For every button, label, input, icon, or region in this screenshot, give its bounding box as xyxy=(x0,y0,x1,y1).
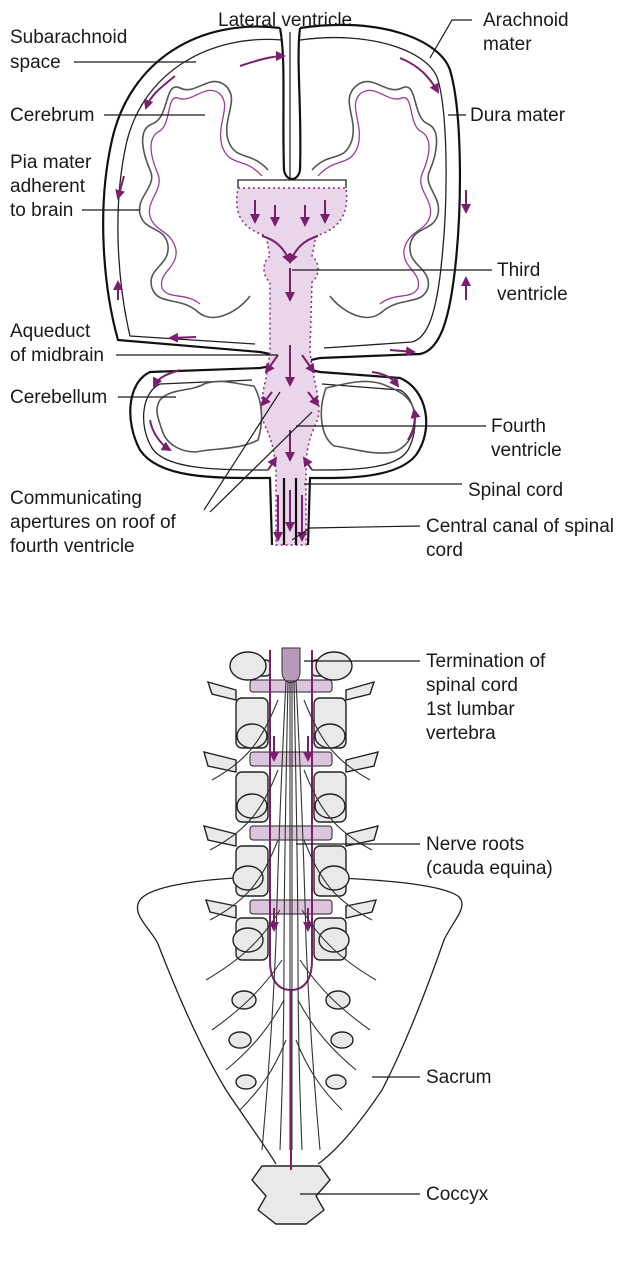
label-fourth-ventricle-2: ventricle xyxy=(491,440,562,461)
label-communicating-apertures-3: fourth ventricle xyxy=(10,536,135,557)
label-coccyx: Coccyx xyxy=(426,1184,489,1205)
lateral-ventricle-bracket xyxy=(238,180,346,188)
label-nerve-roots-2: (cauda equina) xyxy=(426,858,553,879)
label-pia-mater-3: to brain xyxy=(10,200,73,221)
pelvis-outline xyxy=(137,878,462,1164)
label-third-ventricle-2: ventricle xyxy=(497,284,568,305)
label-pia-mater-2: adherent xyxy=(10,176,86,197)
label-communicating-apertures: Communicating xyxy=(10,488,142,509)
label-subarachnoid-space-2: space xyxy=(10,52,61,73)
label-communicating-apertures-2: apertures on roof of xyxy=(10,512,177,533)
label-termination-2: spinal cord xyxy=(426,675,518,696)
label-lateral-ventricle: Lateral ventricle xyxy=(218,10,352,31)
lateral-and-third-ventricle xyxy=(237,188,347,545)
label-termination-3: 1st lumbar xyxy=(426,699,515,720)
label-termination-4: vertebra xyxy=(426,723,496,744)
brain-section xyxy=(103,25,466,545)
label-aqueduct: Aqueduct xyxy=(10,321,91,342)
label-aqueduct-2: of midbrain xyxy=(10,345,104,366)
label-third-ventricle: Third xyxy=(497,260,540,281)
dura-outline-right xyxy=(300,25,460,545)
label-arachnoid-mater-2: mater xyxy=(483,34,532,55)
label-sacrum: Sacrum xyxy=(426,1067,491,1088)
label-arachnoid-mater: Arachnoid xyxy=(483,10,569,31)
coccyx-shape xyxy=(252,1166,330,1224)
conus-medullaris xyxy=(282,648,300,683)
label-subarachnoid-space: Subarachnoid xyxy=(10,27,127,48)
label-nerve-roots: Nerve roots xyxy=(426,834,524,855)
label-fourth-ventricle: Fourth xyxy=(491,416,546,437)
dura-outline-left xyxy=(103,27,280,545)
label-central-canal-2: cord xyxy=(426,540,463,561)
label-cerebrum: Cerebrum xyxy=(10,105,94,126)
label-termination: Termination of xyxy=(426,651,546,672)
label-cerebellum: Cerebellum xyxy=(10,387,107,408)
label-central-canal: Central canal of spinal xyxy=(426,516,614,537)
label-dura-mater: Dura mater xyxy=(470,105,566,126)
label-spinal-cord: Spinal cord xyxy=(468,480,563,501)
spine-section xyxy=(137,648,462,1224)
label-pia-mater: Pia mater xyxy=(10,152,92,173)
